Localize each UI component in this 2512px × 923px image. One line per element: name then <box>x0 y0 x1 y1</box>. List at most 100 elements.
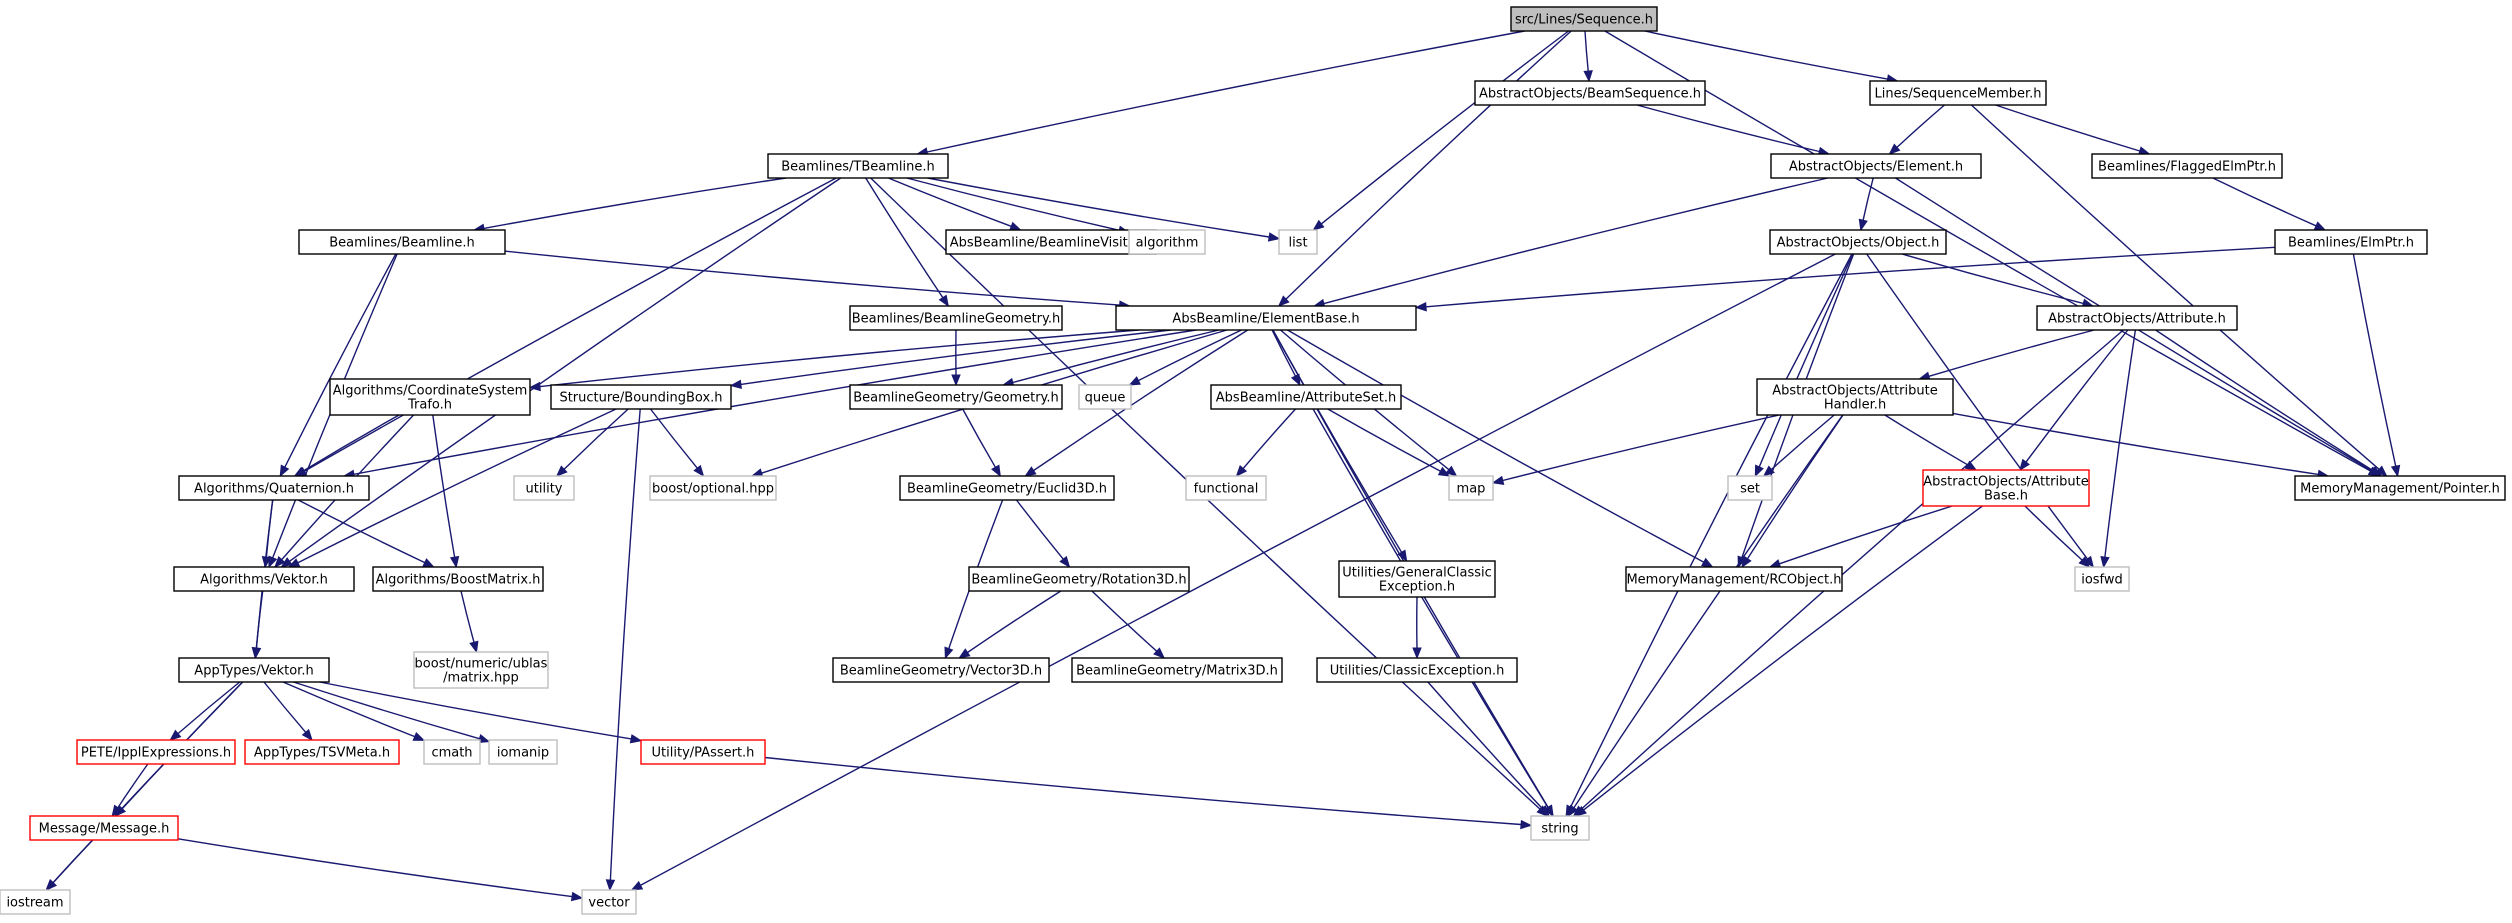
edge-line <box>926 30 1525 153</box>
node-beamgeom[interactable]: Beamlines/BeamlineGeometry.h <box>849 305 1063 331</box>
edge-boostmat-to-ublas <box>460 590 479 654</box>
edge-attribute-to-iosfwd <box>2100 329 2137 569</box>
node-string: string <box>1530 815 1590 841</box>
node-rcobject[interactable]: MemoryManagement/RCObject.h <box>1625 566 1843 592</box>
edge-arrowhead <box>1277 295 1290 307</box>
node-seqmem[interactable]: Lines/SequenceMember.h <box>1869 80 2047 106</box>
node-passert[interactable]: Utility/PAssert.h <box>640 739 766 765</box>
node-appvek[interactable]: AppTypes/Vektor.h <box>178 657 330 683</box>
edge-elembase-to-rcobject <box>1287 329 1714 568</box>
edge-arrowhead <box>1397 549 1408 563</box>
node-algorithm: algorithm <box>1128 229 1206 255</box>
node-message[interactable]: Message/Message.h <box>29 815 179 841</box>
edge-tbeam-to-list <box>927 177 1281 242</box>
edge-arrowhead <box>1574 805 1587 817</box>
edge-coordsys-to-boostmat <box>432 414 460 569</box>
node-box <box>488 739 558 765</box>
node-seq[interactable]: src/Lines/Sequence.h <box>1510 6 1658 32</box>
node-box <box>832 657 1050 683</box>
edge-elembase-to-euclid <box>1024 329 1249 477</box>
node-box <box>767 153 949 179</box>
edge-seq-to-tbeam <box>915 30 1525 157</box>
node-label: Utilities/GeneralClassic <box>1342 566 1492 581</box>
node-box <box>1210 384 1402 410</box>
edge-seq-to-seqmem <box>1644 30 1899 84</box>
edge-arrowhead <box>1964 460 1978 471</box>
node-label: AbstractObjects/Attribute <box>1772 384 1937 399</box>
node-box <box>1316 657 1518 683</box>
node-label: BeamlineGeometry/Matrix3D.h <box>1076 664 1278 679</box>
edge-line <box>740 329 1172 386</box>
edge-pete-to-message <box>111 763 149 818</box>
edge-arrowhead <box>605 879 616 892</box>
edge-seq-to-list <box>1312 30 1570 231</box>
edge-elembase-to-bbox <box>729 329 1172 389</box>
node-label: AbsBeamline/ElementBase.h <box>1172 312 1359 327</box>
node-classexc[interactable]: Utilities/ClassicException.h <box>1316 657 1518 683</box>
edge-layer <box>45 30 2401 902</box>
node-label: boost/numeric/ublas <box>415 657 548 672</box>
node-vector3d[interactable]: BeamlineGeometry/Vector3D.h <box>832 657 1050 683</box>
node-beamseq[interactable]: AbstractObjects/BeamSequence.h <box>1474 80 1706 106</box>
edge-line <box>284 253 397 468</box>
edge-arrowhead <box>1290 373 1301 387</box>
node-matrix3d[interactable]: BeamlineGeometry/Matrix3D.h <box>1071 657 1283 683</box>
node-geometry[interactable]: BeamlineGeometry/Geometry.h <box>849 384 1063 410</box>
node-label: Beamlines/Beamline.h <box>329 236 475 251</box>
node-rotation[interactable]: BeamlineGeometry/Rotation3D.h <box>968 566 1190 592</box>
node-box <box>1769 229 1947 255</box>
node-elembase[interactable]: AbsBeamline/ElementBase.h <box>1115 305 1417 331</box>
edge-passert-to-string <box>764 756 1533 830</box>
node-pointer[interactable]: MemoryManagement/Pointer.h <box>2294 475 2506 501</box>
node-object[interactable]: AbstractObjects/Object.h <box>1769 229 1947 255</box>
node-box <box>849 384 1063 410</box>
edge-line <box>2024 505 2083 561</box>
node-pete[interactable]: PETE/IpplExpressions.h <box>76 739 236 765</box>
edge-seq-to-beamseq <box>1583 30 1593 83</box>
edge-line <box>504 250 1120 306</box>
node-attribute[interactable]: AbstractObjects/Attribute.h <box>2036 305 2238 331</box>
edge-attrhandler-to-set <box>1762 414 1835 477</box>
node-attrset[interactable]: AbsBeamline/AttributeSet.h <box>1210 384 1402 410</box>
edge-arrowhead <box>991 464 1001 478</box>
node-euclid[interactable]: BeamlineGeometry/Euclid3D.h <box>899 475 1115 501</box>
edge-line <box>263 681 307 733</box>
edge-line <box>1901 253 2084 305</box>
node-box <box>1510 6 1658 32</box>
edge-rotation-to-matrix3d <box>1091 590 1166 659</box>
edge-arrowhead <box>422 558 435 568</box>
edge-arrowhead <box>729 379 742 389</box>
node-label: string <box>1541 822 1578 837</box>
node-visitor[interactable]: AbsBeamline/BeamlineVisitor.h <box>945 229 1157 255</box>
node-bbox[interactable]: Structure/BoundingBox.h <box>550 384 732 410</box>
edge-beamseq-to-element <box>1636 104 1831 156</box>
node-element[interactable]: AbstractObjects/Element.h <box>1770 153 1982 179</box>
node-elmptr[interactable]: Beamlines/ElmPtr.h <box>2274 229 2428 255</box>
edge-arrowhead <box>1445 465 1458 477</box>
node-beamline[interactable]: Beamlines/Beamline.h <box>298 229 506 255</box>
edge-line <box>1242 408 1297 469</box>
edge-line <box>297 408 617 564</box>
node-tbeam[interactable]: Beamlines/TBeamline.h <box>767 153 949 179</box>
edge-beamgeom-to-geometry <box>951 329 961 387</box>
edge-attrset-to-functional <box>1235 408 1297 478</box>
node-label: Structure/BoundingBox.h <box>559 391 722 406</box>
edge-arrowhead <box>301 728 313 742</box>
node-tsvmeta[interactable]: AppTypes/TSVMeta.h <box>244 739 400 765</box>
edge-arrowhead <box>2078 556 2091 568</box>
edge-bbox-to-utility <box>555 408 629 477</box>
edge-line <box>483 177 787 230</box>
node-flagged[interactable]: Beamlines/FlaggedElmPtr.h <box>2091 153 2283 179</box>
edge-line <box>1573 414 1844 809</box>
node-label: BeamlineGeometry/Euclid3D.h <box>907 482 1107 497</box>
node-label: BeamlineGeometry/Rotation3D.h <box>971 573 1186 588</box>
node-boostmat[interactable]: Algorithms/BoostMatrix.h <box>372 566 544 592</box>
node-algvek[interactable]: Algorithms/Vektor.h <box>173 566 355 592</box>
edge-arrowhead <box>251 647 262 660</box>
node-quat[interactable]: Algorithms/Quaternion.h <box>178 475 370 501</box>
edge-attrbase-to-string <box>1574 505 1983 817</box>
